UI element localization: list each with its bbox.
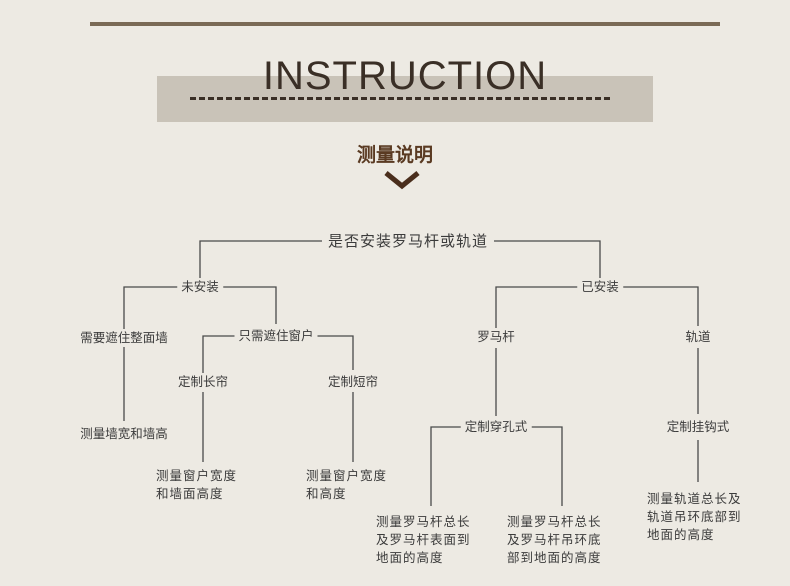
node-grommet: 定制穿孔式: [460, 418, 532, 436]
chevron-down-icon: [384, 171, 420, 190]
node-track: 轨道: [681, 328, 715, 346]
node-long-curtain: 定制长帘: [173, 373, 233, 391]
node-not-installed: 未安装: [177, 278, 223, 296]
root-question: 是否安装罗马杆或轨道: [321, 232, 495, 250]
title-dashed-rule: [190, 97, 610, 100]
node-full-wall: 需要遮住整面墙: [76, 329, 172, 347]
node-measure-rod-ring: 测量罗马杆总长 及罗马杆吊环底 部到地面的高度: [507, 514, 602, 565]
node-roman-rod: 罗马杆: [473, 328, 519, 346]
node-measure-track: 测量轨道总长及 轨道吊环底部到 地面的高度: [647, 491, 742, 542]
top-rule: [90, 22, 720, 26]
node-measure-short: 测量窗户宽度 和高度: [306, 468, 388, 501]
node-measure-rod-surface: 测量罗马杆总长 及罗马杆表面到 地面的高度: [376, 514, 471, 565]
node-short-curtain: 定制短帘: [323, 373, 383, 391]
page-title: INSTRUCTION: [262, 54, 548, 98]
node-installed: 已安装: [577, 278, 623, 296]
node-measure-wall: 测量墙宽和墙高: [76, 425, 172, 443]
node-measure-long: 测量窗户宽度 和墙面高度: [156, 468, 238, 501]
node-window-only: 只需遮住窗户: [234, 327, 318, 345]
node-hook: 定制挂钩式: [662, 418, 734, 436]
section-heading: 测量说明: [356, 144, 433, 166]
